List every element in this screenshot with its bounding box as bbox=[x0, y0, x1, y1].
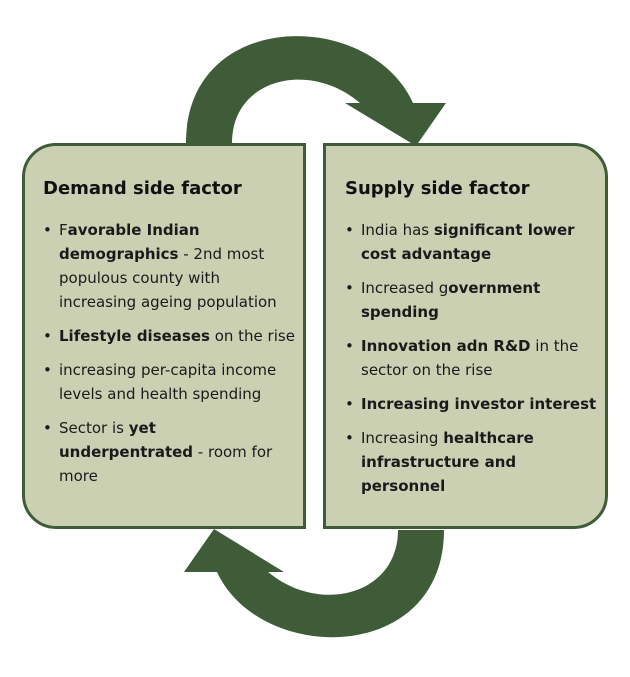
plain-text: - 2nd most populous county with increasi… bbox=[59, 245, 277, 311]
plain-text: Increasing bbox=[361, 429, 444, 447]
plain-text: in the sector on the rise bbox=[361, 337, 579, 379]
supply-factor-item: Increasing investor interest bbox=[345, 392, 597, 416]
supply-panel: Supply side factor India has significant… bbox=[323, 143, 608, 529]
bold-text: healthcare infrastructure and personnel bbox=[361, 429, 534, 495]
demand-factor-item: Favorable Indian demographics - 2nd most… bbox=[43, 218, 295, 314]
supply-factor-item: Increased government spending bbox=[345, 276, 597, 324]
arrow-supply-to-demand bbox=[184, 529, 444, 638]
bold-text: avorable Indian demographics bbox=[59, 221, 200, 263]
bold-text: Lifestyle diseases bbox=[59, 327, 210, 345]
demand-panel: Demand side factor Favorable Indian demo… bbox=[22, 143, 306, 529]
supply-factor-list: India has significant lower cost advanta… bbox=[345, 218, 597, 508]
bold-text: Innovation adn R&D bbox=[361, 337, 531, 355]
supply-factor-item: Innovation adn R&D in the sector on the … bbox=[345, 334, 597, 382]
supply-title: Supply side factor bbox=[345, 178, 530, 199]
demand-factor-item: increasing per-capita income levels and … bbox=[43, 358, 295, 406]
arrow-demand-to-supply bbox=[186, 36, 446, 146]
supply-factor-item: Increasing healthcare infrastructure and… bbox=[345, 426, 597, 498]
plain-text: Sector is bbox=[59, 419, 129, 437]
demand-title: Demand side factor bbox=[43, 178, 242, 199]
plain-text: Increased g bbox=[361, 279, 449, 297]
bold-text: yet underpentrated bbox=[59, 419, 194, 461]
demand-factor-list: Favorable Indian demographics - 2nd most… bbox=[43, 218, 295, 498]
plain-text: India has bbox=[361, 221, 434, 239]
bold-text: significant lower cost advantage bbox=[361, 221, 575, 263]
bold-text: Increasing investor interest bbox=[361, 395, 597, 413]
plain-text: on the rise bbox=[209, 327, 295, 345]
plain-text: F bbox=[59, 221, 68, 239]
plain-text: - room for more bbox=[59, 443, 273, 485]
demand-factor-item: Lifestyle diseases on the rise bbox=[43, 324, 295, 348]
supply-factor-item: India has significant lower cost advanta… bbox=[345, 218, 597, 266]
bold-text: overnment spending bbox=[361, 279, 541, 321]
demand-factor-item: Sector is yet underpentrated - room for … bbox=[43, 416, 295, 488]
plain-text: increasing per-capita income levels and … bbox=[59, 361, 277, 403]
